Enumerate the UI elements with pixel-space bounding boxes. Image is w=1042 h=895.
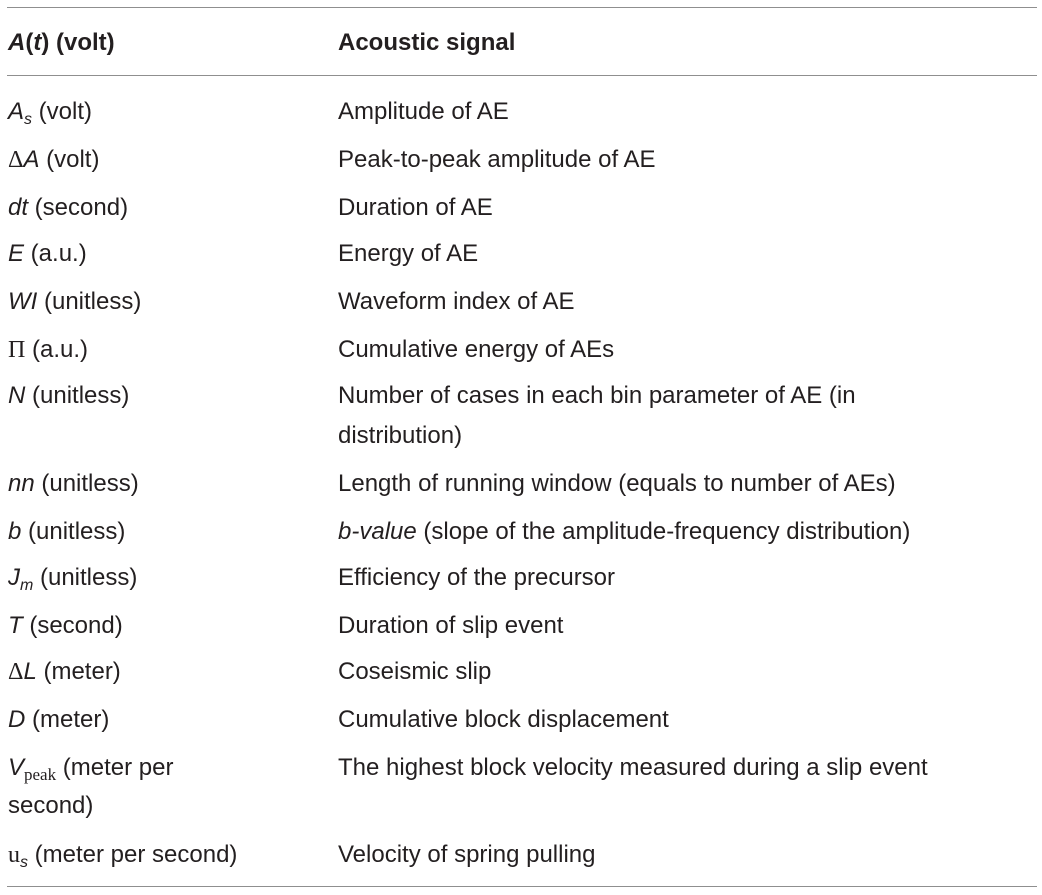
table-row-symbol: us (meter per second) [8, 841, 238, 871]
table-row-description: Length of running window (equals to numb… [338, 470, 896, 497]
table-row-symbol: Jm (unitless) [8, 564, 138, 594]
table-row-description: b-value (slope of the amplitude-frequenc… [338, 518, 911, 545]
table-row-description: Velocity of spring pulling [338, 841, 596, 868]
header-acoustic-signal: Acoustic signal [338, 29, 516, 56]
table-row-description: Energy of AE [338, 240, 479, 267]
table-row-description: Duration of AE [338, 194, 493, 221]
header-symbol: A(t) (volt) [8, 29, 115, 56]
table-header-rule [7, 75, 1037, 76]
table-row-description: Amplitude of AE [338, 98, 509, 125]
table-row-description: Cumulative block displacement [338, 706, 669, 733]
table-row-symbol: ΔA (volt) [8, 146, 100, 173]
table-row-description-cont: distribution) [338, 422, 463, 449]
table-row-description: Waveform index of AE [338, 288, 575, 315]
table-row-symbol: As (volt) [8, 98, 93, 128]
table-row-description: Peak-to-peak amplitude of AE [338, 146, 656, 173]
table-row-symbol-cont: second) [8, 792, 94, 819]
table-row-symbol: dt (second) [8, 194, 129, 221]
table-row-symbol: b (unitless) [8, 518, 126, 545]
table-row-description: Efficiency of the precursor [338, 564, 616, 591]
table-row-symbol: Π (a.u.) [8, 336, 89, 363]
table-row-symbol: T (second) [8, 612, 123, 639]
table-row-description: Duration of slip event [338, 612, 564, 639]
table-row-description: The highest block velocity measured duri… [338, 754, 928, 781]
table-bottom-rule [7, 886, 1037, 887]
table-row-symbol: N (unitless) [8, 382, 130, 409]
table-row-symbol: Vpeak (meter per [8, 754, 174, 784]
table-row-description: Number of cases in each bin parameter of… [338, 382, 856, 409]
table-row-symbol: nn (unitless) [8, 470, 139, 497]
table-row-description: Cumulative energy of AEs [338, 336, 615, 363]
table-top-rule [7, 7, 1037, 8]
table-row-symbol: E (a.u.) [8, 240, 87, 267]
table-row-description: Coseismic slip [338, 658, 492, 685]
table-row-symbol: D (meter) [8, 706, 110, 733]
table-row-symbol: ΔL (meter) [8, 658, 121, 685]
table-row-symbol: WI (unitless) [8, 288, 142, 315]
